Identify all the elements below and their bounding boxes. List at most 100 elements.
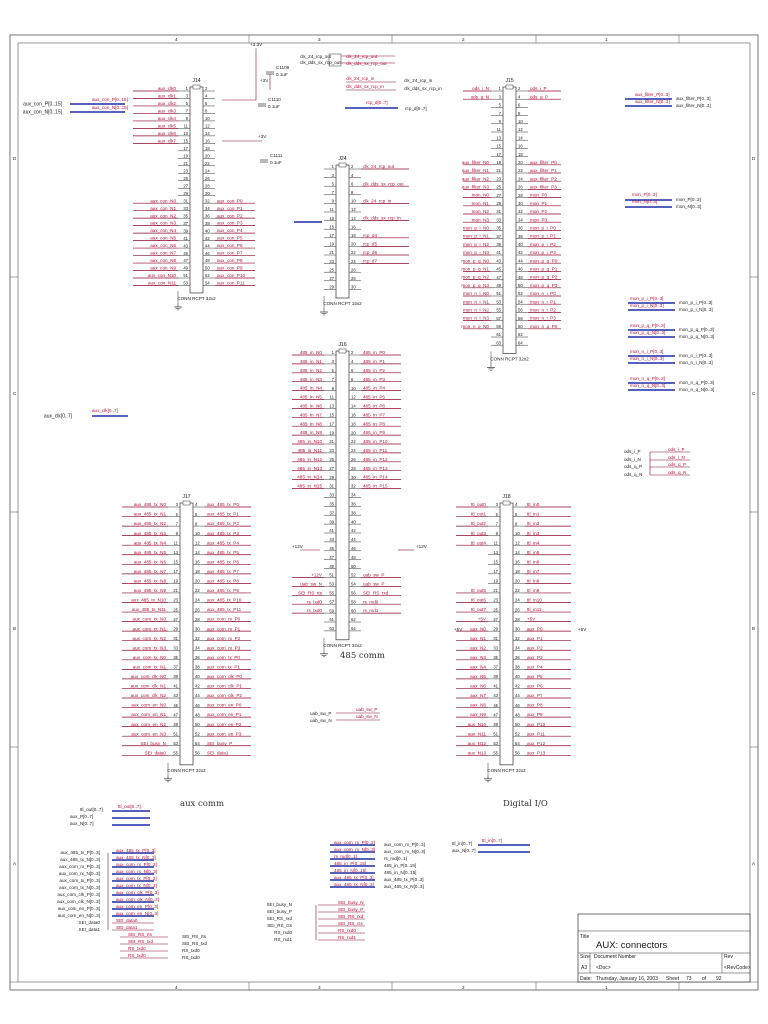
pin-number: 13 [183, 131, 188, 136]
rail-5v-left: +5V [454, 627, 463, 632]
net-label: aux_con_N7 [150, 251, 176, 256]
pin-number: 41 [493, 684, 498, 689]
net-label: mon_p_i_N0 [463, 226, 489, 231]
pin-number: 9 [186, 116, 189, 121]
pin-number: 60 [351, 608, 356, 613]
pin-number: 9 [332, 199, 335, 204]
size-value: A3 [581, 965, 587, 971]
port-label: 485_in_N[0..15] [384, 870, 416, 875]
pin-number: 9 [176, 531, 179, 536]
net-label: mon_p_i_P1 [530, 234, 556, 239]
net-label: 485_in_P2 [363, 368, 385, 373]
pin-number: 45 [496, 267, 501, 272]
pin-number: 20 [351, 242, 356, 247]
pin-number: 4 [518, 94, 521, 99]
pin-number: 33 [173, 645, 178, 650]
pin-number: 32 [515, 636, 520, 641]
connector-key [338, 162, 347, 168]
connector-name: CONN RCPT 32x2 [177, 296, 216, 301]
pin-number: 19 [493, 579, 498, 584]
pin-number: 29 [183, 191, 188, 196]
rail-3v3: +3.3V [250, 42, 263, 47]
frame-col-mark-top: 1 [605, 37, 608, 42]
port-ods-label: ods_q_P [624, 464, 642, 469]
net-label: 485_in_N9 [300, 430, 323, 435]
port-aux-con-p: aux_con_P[0..15] [23, 102, 63, 108]
pin-number: 40 [351, 519, 356, 524]
bus-label: mon_N[0..3] [632, 199, 657, 204]
port-left-bus: SEI_data0 [79, 920, 101, 925]
net-label: SEI_RS_rxd [338, 914, 364, 919]
net-label: ttl_in0 [527, 502, 540, 507]
pin-number: 26 [205, 176, 210, 181]
net-label: aux_com_clk_N0 [131, 674, 167, 679]
frame-col-mark-bottom: 3 [318, 985, 321, 990]
bus-label: aux_com_en_P[0..3] [116, 904, 158, 909]
pin-number: 55 [329, 591, 334, 596]
pin-number: 2 [518, 86, 521, 91]
port-ttl-in: ttl_in[0..7] [452, 841, 472, 846]
port-label: RS_txd0 [182, 955, 200, 960]
pin-number: 25 [329, 457, 334, 462]
pin-number: 34 [195, 645, 200, 650]
net-label: aux_com_en_N3 [131, 731, 166, 736]
connector-ref: J16 [338, 342, 346, 348]
port-label: mon_P[0..3] [676, 197, 701, 202]
pin-number: 42 [195, 684, 200, 689]
pin-number: 36 [351, 502, 356, 507]
net-label: ttl_in11 [527, 607, 542, 612]
pin-number: 52 [205, 273, 210, 278]
pin-number: 21 [183, 161, 188, 166]
rail-3v: +3V [260, 78, 269, 83]
net-label: 485_in_N3 [300, 377, 323, 382]
bus-label: mon_p_q_P[0..3] [630, 323, 665, 328]
pin-number: 47 [183, 258, 188, 263]
pin-number: 28 [195, 617, 200, 622]
pin-number: 63 [329, 626, 334, 631]
net-label: aux_com_clk_P0 [207, 674, 242, 679]
pin-number: 21 [173, 588, 178, 593]
net-label: 485_in_P12 [363, 457, 388, 462]
net-label: ttl_in7 [527, 569, 540, 574]
net-label: aux_con_N0 [150, 198, 176, 203]
pin-number: 15 [183, 139, 188, 144]
pin-number: 31 [493, 636, 498, 641]
pin-number: 45 [173, 703, 178, 708]
port-uab-p: uab_sw_P [310, 711, 331, 716]
pin-number: 57 [329, 599, 334, 604]
pin-number: 55 [496, 308, 501, 313]
net-label: aux_485_tx_P9 [207, 588, 239, 593]
pin-number: 62 [351, 617, 356, 622]
net-label: aux_N3 [470, 655, 486, 660]
bus-label: SEI_data1 [116, 925, 138, 930]
pin-number: 26 [351, 457, 356, 462]
sheet-label: Sheet [666, 976, 680, 982]
pin-number: 4 [351, 173, 354, 178]
net-label: 485_in_N14 [297, 475, 322, 480]
bus-label: aux_485_tx_P[0..3] [116, 848, 156, 853]
net-label: ods_i_N [668, 455, 685, 460]
port-ods-label: ods_i_N [624, 457, 641, 462]
pin-number: 56 [195, 751, 200, 756]
cap-value: 0.1uF [268, 104, 280, 109]
pin-number: 17 [493, 569, 498, 574]
pin-number: 6 [515, 512, 518, 517]
port-label: clk_24_rcp_in [404, 78, 433, 83]
net-label: clk_dds_sx_rcp_out [363, 181, 404, 186]
port-label: mon_p_i_N[0..3] [679, 307, 713, 312]
pin-number: 48 [515, 712, 520, 717]
net-label: aux_clk3 [158, 109, 177, 114]
net-label: aux_485_tx_P0 [207, 502, 239, 507]
net-label: aux_485_tx_N5 [134, 550, 167, 555]
pin-number: 39 [493, 674, 498, 679]
pin-number: 5 [499, 103, 502, 108]
pin-number: 17 [183, 146, 188, 151]
net-label: aux_485_tx_N9 [134, 588, 167, 593]
pin-number: 16 [351, 413, 356, 418]
net-label: aux_P3 [527, 655, 543, 660]
pin-number: 38 [195, 665, 200, 670]
frame-col-mark-bottom: 4 [175, 985, 178, 990]
net-label: clk_24_rcp_in [346, 76, 375, 81]
pin-number: 7 [499, 111, 502, 116]
